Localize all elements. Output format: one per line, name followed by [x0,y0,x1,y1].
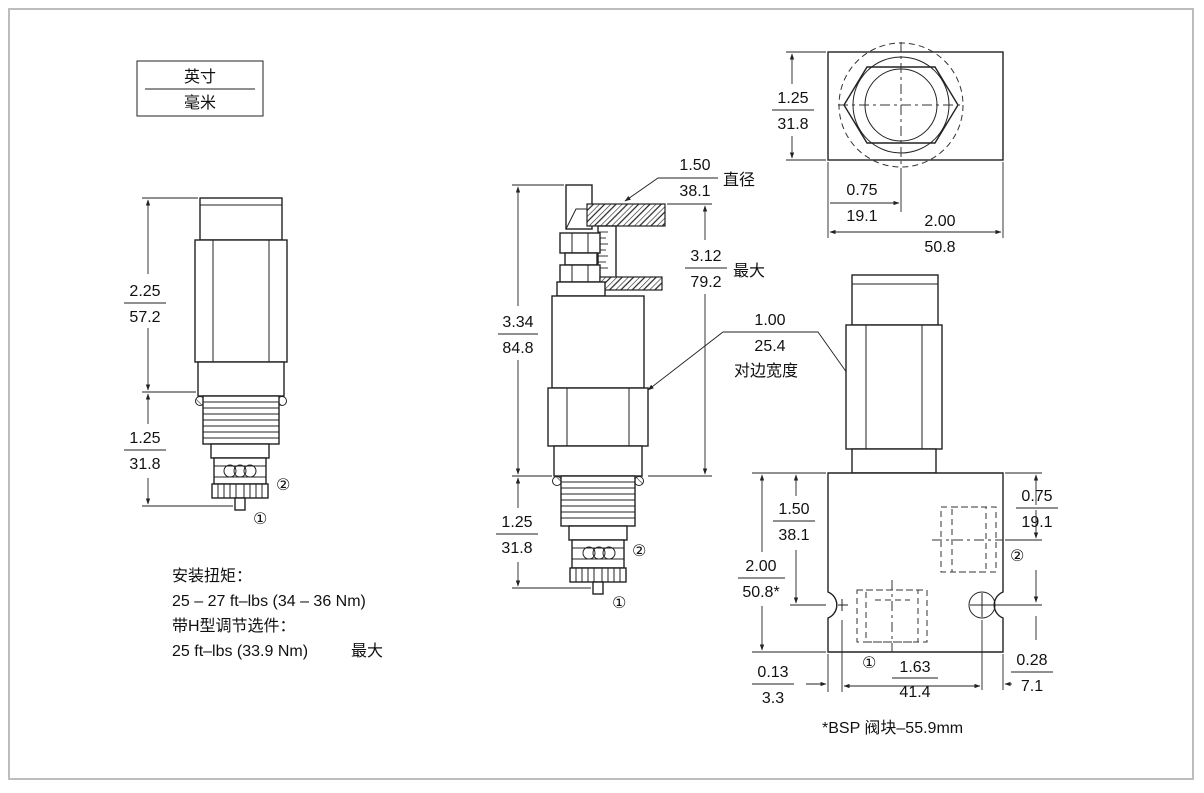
mid-port-1: ① [612,595,626,612]
top-dim-center-mm: 19.1 [846,208,877,225]
mid-port-2: ② [632,543,646,560]
block-dim-height-mm: 50.8* [742,584,779,601]
block-dim-left-inch: 0.13 [757,664,788,681]
torque-option-title: 带H型调节选件： [172,617,296,635]
top-dim-center-inch: 0.75 [846,182,877,199]
left-port-1: ① [253,511,267,528]
block-dim-height-inch: 2.00 [745,558,776,575]
left-dim-length-inch: 2.25 [129,283,160,300]
block-dim-spacing-inch: 1.63 [899,659,930,676]
block-dim-spacing-mm: 41.4 [899,684,930,701]
torque-option-value: 25 ft–lbs (33.9 Nm) [172,643,308,660]
block-dim-port-inch: 0.75 [1021,488,1052,505]
torque-note: 安装扭矩： 25 – 27 ft–lbs (34 – 36 Nm) 带H型调节选… [172,567,383,660]
left-dim-thread-mm: 31.8 [129,456,160,473]
top-view: 1.25 31.8 0.75 19.1 2.00 50.8 [772,42,1004,256]
left-port-2: ② [276,477,290,494]
torque-value: 25 – 27 ft–lbs (34 – 36 Nm) [172,593,366,610]
mid-dim-knob-mm: 38.1 [679,183,710,200]
block-view: 0.75 19.1 ② 0.28 7.1 1.63 41.4 ① 0.13 3.… [738,274,1058,737]
left-dim-length-mm: 57.2 [129,309,160,326]
mid-dim-thread-inch: 1.25 [501,514,532,531]
block-note: *BSP 阀块–55.9mm [822,719,963,737]
top-dim-width-mm: 50.8 [924,239,955,256]
mid-dim-max-inch: 3.12 [690,248,721,265]
mid-dim-overall-inch: 3.34 [502,314,533,331]
block-port-1: ① [862,655,876,672]
mid-dim-max-mm: 79.2 [690,274,721,291]
block-dim-left-mm: 3.3 [762,690,784,707]
block-dim-upper-mm: 38.1 [778,527,809,544]
legend-mm: 毫米 [184,93,216,112]
block-dim-right-inch: 0.28 [1016,652,1047,669]
mid-dim-max-suffix: 最大 [733,262,765,280]
mid-dim-knob-inch: 1.50 [679,157,710,174]
block-port-2: ② [1010,548,1024,565]
top-dim-width-inch: 2.00 [924,213,955,230]
block-dim-upper-inch: 1.50 [778,501,809,518]
unit-legend: 英寸 毫米 [136,60,264,117]
mid-dim-thread-mm: 31.8 [501,540,532,557]
top-dim-height-mm: 31.8 [777,116,808,133]
left-cartridge-view: 2.25 57.2 1.25 31.8 ② ① [124,197,290,528]
torque-option-suffix: 最大 [351,642,383,660]
block-dim-right-mm: 7.1 [1021,678,1043,695]
mid-dim-overall-mm: 84.8 [502,340,533,357]
block-dim-port-mm: 19.1 [1021,514,1052,531]
mid-dim-hex-suffix: 对边宽度 [734,362,798,380]
torque-title: 安装扭矩： [172,567,252,585]
mid-dim-knob-suffix: 直径 [723,171,755,189]
mid-dim-hex-inch: 1.00 [754,312,785,329]
left-dim-thread-inch: 1.25 [129,430,160,447]
legend-inch: 英寸 [184,68,216,86]
mid-dim-hex-mm: 25.4 [754,338,785,355]
top-dim-height-inch: 1.25 [777,90,808,107]
middle-cartridge-view: 1.50 38.1 直径 3.12 79.2 最大 3.34 84.8 1.25… [496,157,853,612]
